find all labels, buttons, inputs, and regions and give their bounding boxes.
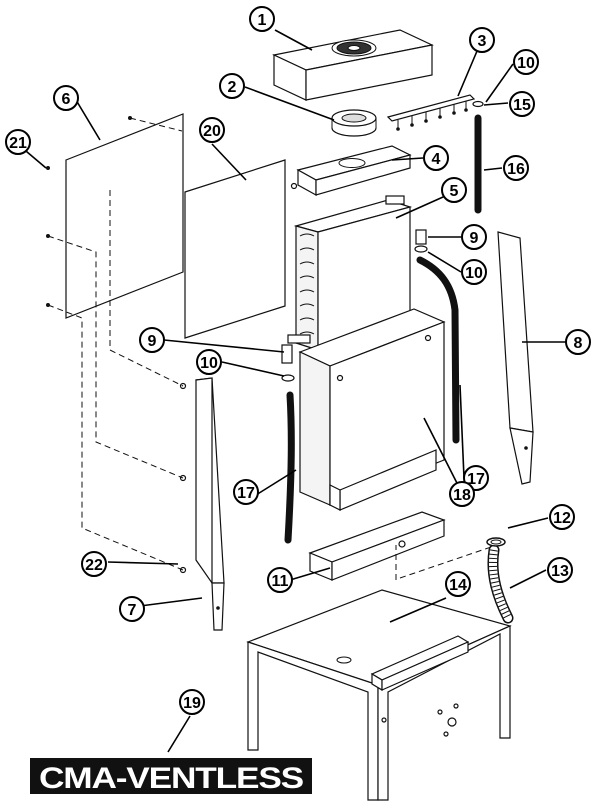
callout-10-right-label: 10 [465,265,483,282]
callout-7-label: 7 [128,602,137,619]
callout-7: 7 [119,596,145,622]
leader-lines [19,29,566,753]
callout-1: 1 [249,6,275,32]
callout-17-left: 17 [233,479,259,505]
callout-5: 5 [441,177,467,203]
part-spray-manifold [386,94,476,131]
callout-4: 4 [423,145,449,171]
callout-14-label: 14 [449,577,467,594]
part-right-side-rail [497,231,534,485]
callout-9-right: 9 [461,224,487,250]
callout-21-label: 21 [9,135,27,152]
callout-4-label: 4 [432,151,441,168]
callout-10-left: 10 [196,349,222,375]
callout-1-label: 1 [258,12,267,29]
part-reservoir-box [298,308,446,511]
part-hoses [284,114,482,544]
callout-19-label: 19 [183,695,201,712]
logo-text: CMA-VENTLESS [39,762,303,795]
part-blower-wheel [331,109,377,137]
callout-9-left-label: 9 [148,333,157,350]
callout-12: 12 [549,504,575,530]
callout-20: 20 [199,117,225,143]
part-fittings [281,100,484,382]
callout-3: 3 [469,27,495,53]
part-condenser-coil [287,195,413,351]
callout-12-label: 12 [553,510,571,527]
callout-10-top: 10 [513,49,539,75]
callout-11: 11 [267,567,293,593]
part-drain-tray [308,511,446,581]
callout-8: 8 [565,329,591,355]
callout-20-label: 20 [203,123,221,140]
part-filter-panel [184,159,286,339]
callout-18-label: 18 [453,487,471,504]
callout-9-right-label: 9 [470,230,479,247]
callout-2-label: 2 [228,79,237,96]
callout-16-label: 16 [507,161,525,178]
callout-10-right: 10 [461,259,487,285]
callout-15: 15 [509,91,535,117]
callout-6-label: 6 [62,91,71,108]
callout-3-label: 3 [478,33,487,50]
callout-13: 13 [547,557,573,583]
callout-18: 18 [449,481,475,507]
callout-6: 6 [53,85,79,111]
callout-21: 21 [5,129,31,155]
callout-22: 22 [81,551,107,577]
callout-22-label: 22 [85,557,103,574]
part-side-cover-panel [46,113,184,319]
callout-9-left: 9 [139,327,165,353]
callout-16: 16 [503,155,529,181]
callout-14: 14 [445,571,471,597]
callout-2: 2 [219,73,245,99]
callout-17-left-label: 17 [237,485,255,502]
callout-11-label: 11 [272,573,289,590]
callout-17-right-label: 17 [467,471,485,488]
callout-10-left-label: 10 [200,355,218,372]
part-left-side-rail [195,377,225,631]
callout-10-top-label: 10 [517,55,535,72]
callout-19: 19 [179,689,205,715]
part-fan-mount-plate [290,145,412,197]
cma-ventless-logo: CMA-VENTLESS [30,758,312,795]
part-fan-housing [272,29,434,101]
assembly-guide-lines [47,117,495,580]
callout-15-label: 15 [513,97,531,114]
callout-8-label: 8 [574,335,583,352]
callout-5-label: 5 [450,183,459,200]
part-drain-hose [487,544,514,624]
part-hose-clamp [486,537,506,547]
part-base-stand [246,589,512,801]
callout-13-label: 13 [551,563,569,580]
